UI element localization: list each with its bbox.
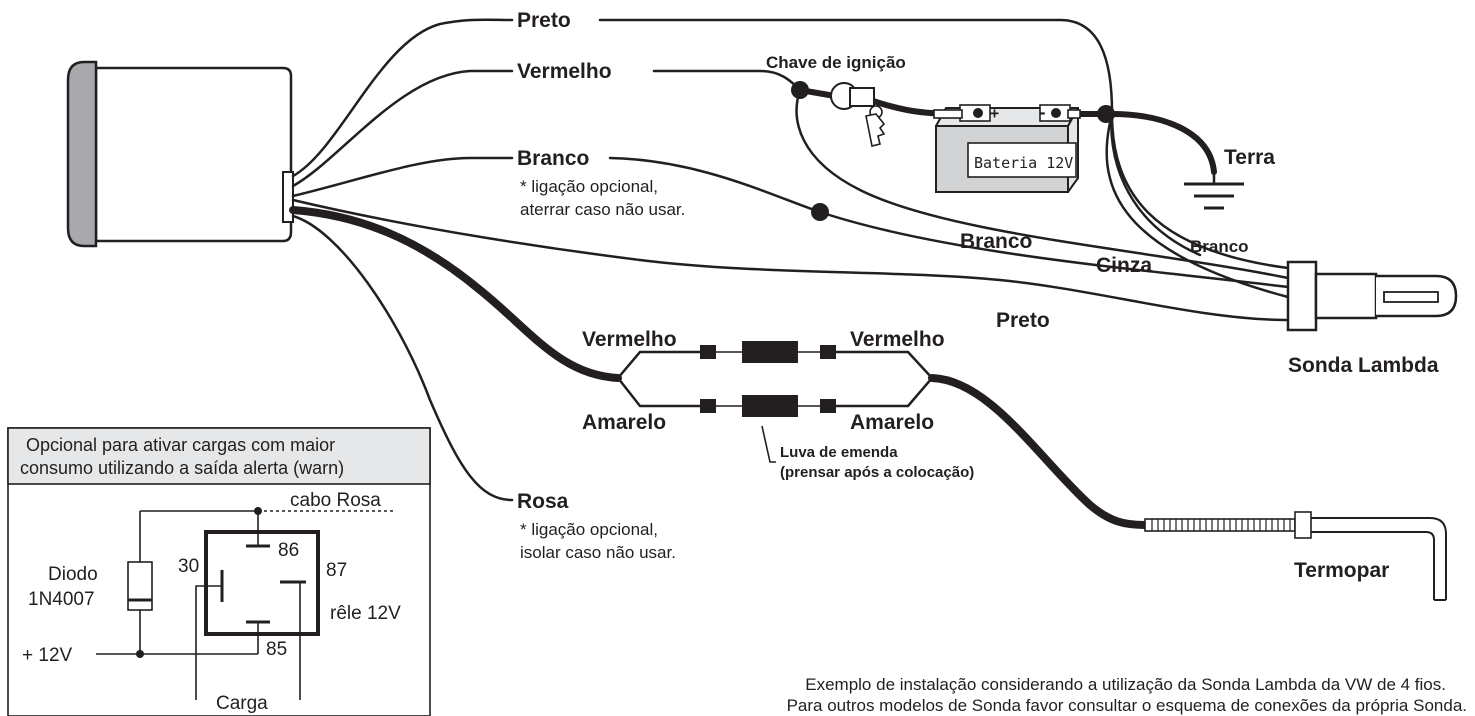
ground-label: Terra (1224, 146, 1275, 169)
branco-note-line1: * ligação opcional, (520, 177, 658, 196)
sensor-wire-cinza: Cinza (1096, 254, 1152, 277)
diode-label-line2: 1N4007 (28, 589, 95, 610)
thermo-amarelo-left: Amarelo (582, 411, 666, 434)
ignition-wiring (291, 87, 1290, 322)
relay-pin-30: 30 (178, 556, 199, 577)
ignition-key-icon (830, 82, 886, 147)
relay-header-line1: Opcional para ativar cargas com maior (26, 435, 335, 455)
thermo-amarelo-right: Amarelo (850, 411, 934, 434)
battery-label: Bateria 12V (974, 154, 1073, 172)
splice-label-line1: Luva de emenda (780, 444, 898, 461)
relay-pin-86: 86 (278, 540, 299, 561)
relay-header-line2: consumo utilizando a saída alerta (warn) (20, 458, 344, 478)
thermo-vermelho-right: Vermelho (850, 328, 945, 351)
diode-label-line1: Diodo (48, 564, 98, 585)
sensor-wire-branco-mid: Branco (960, 230, 1032, 253)
junction-dot (791, 81, 809, 99)
lambda-sensor-icon (1286, 260, 1458, 332)
wire-label-vermelho: Vermelho (517, 60, 612, 83)
relay-label: rêle 12V (330, 603, 401, 624)
thermocouple-label: Termopar (1294, 559, 1389, 582)
cable-rosa-label: cabo Rosa (290, 490, 381, 511)
junction-dot (811, 203, 829, 221)
battery-plus: + (990, 104, 999, 122)
load-label: Carga (216, 693, 268, 714)
gauge-icon (66, 60, 294, 248)
sensor-wire-branco-right: Branco (1190, 237, 1249, 256)
battery-icon (933, 104, 1081, 193)
junction-dot (1097, 105, 1115, 123)
ground-icon (1184, 172, 1244, 210)
sensor-label: Sonda Lambda (1288, 354, 1439, 377)
battery-minus: - (1038, 104, 1047, 122)
thermocouple-wiring (616, 341, 1149, 529)
thermocouple-probe-icon (1144, 511, 1447, 601)
relay-panel (7, 427, 431, 716)
footer-line1: Exemplo de instalação considerando a uti… (805, 675, 1446, 694)
wire-label-branco: Branco (517, 147, 589, 170)
rosa-note-line1: * ligação opcional, (520, 520, 658, 539)
branco-note-line2: aterrar caso não usar. (520, 200, 685, 219)
ignition-label: Chave de ignição (766, 53, 906, 72)
sensor-wire-preto: Preto (996, 309, 1050, 332)
supply-label: + 12V (22, 645, 73, 666)
footer-line2: Para outros modelos de Sonda favor consu… (787, 696, 1467, 715)
relay-pin-85: 85 (266, 639, 287, 660)
gauge-wires (289, 18, 1290, 502)
rosa-note-line2: isolar caso não usar. (520, 543, 676, 562)
wire-label-preto: Preto (517, 9, 571, 32)
relay-pin-87: 87 (326, 560, 347, 581)
thermo-vermelho-left: Vermelho (582, 328, 677, 351)
splice-label-line2: (prensar após a colocação) (780, 464, 974, 481)
wire-label-rosa: Rosa (517, 490, 569, 513)
